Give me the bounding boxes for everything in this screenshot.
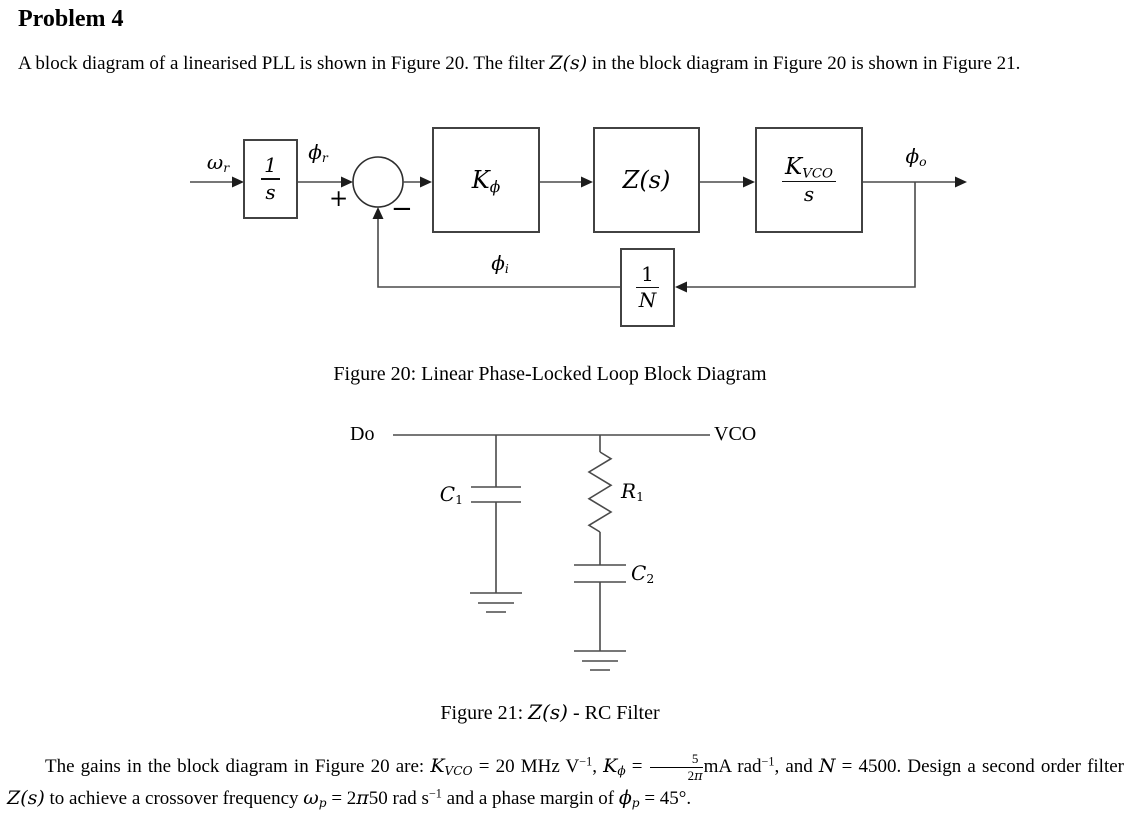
figure21-caption-text2: - RC Filter <box>567 702 660 724</box>
den-digit: 2 <box>687 768 695 784</box>
omega-p-subscript: p <box>318 796 327 811</box>
loop-filter-symbol: Z(s) <box>622 166 671 194</box>
summing-arrowhead-icon <box>372 207 384 219</box>
phi-symbol: ϕ <box>905 144 920 168</box>
minus-sign: − <box>391 194 413 224</box>
capacitor-symbol: C <box>631 561 647 585</box>
pi-symbol: π <box>694 769 703 785</box>
exponent: −1 <box>428 786 442 801</box>
gains-text-7: = 4500. Design a second order filter <box>835 756 1125 777</box>
capacitor-subscript: 1 <box>455 492 463 508</box>
output-arrowhead-icon <box>955 176 967 188</box>
exponent: −1 <box>761 754 775 769</box>
phase-ref-label: ϕr <box>299 140 337 166</box>
divider-numerator: 1 <box>641 261 654 286</box>
fraction-denominator: 2π <box>650 769 703 783</box>
phase-detector-block: Kϕ <box>432 127 540 233</box>
intro-text-2: in the block diagram in Figure 20 is sho… <box>587 53 1021 74</box>
phi-subscript: i <box>504 261 509 277</box>
feedback-phase-label: ϕi <box>482 251 518 277</box>
omega-subscript: r <box>223 160 230 176</box>
figure21-caption: Figure 21: Z(s) - RC Filter <box>0 700 1100 725</box>
c1-label: C1 <box>425 482 463 508</box>
phi-p-subscript: p <box>631 796 640 811</box>
input-signal-label: ωr <box>196 150 240 176</box>
phi-symbol: ϕ <box>308 140 322 164</box>
kvco-symbol: K <box>430 755 445 777</box>
gains-text-1: The gains in the block diagram in Figure… <box>45 756 431 777</box>
output-phase-label: ϕo <box>894 144 938 170</box>
figure20-caption: Figure 20: Linear Phase-Locked Loop Bloc… <box>333 363 767 385</box>
pi-symbol: π <box>356 787 369 810</box>
vco-arrowhead-icon <box>743 176 755 188</box>
phi-symbol: ϕ <box>491 251 505 275</box>
phase-detector-symbol: K <box>471 166 490 194</box>
divider-arrowhead-icon <box>675 281 687 293</box>
gains-paragraph: The gains in the block diagram in Figure… <box>7 751 1124 814</box>
capacitor-subscript: 2 <box>646 571 655 587</box>
c2-label: C2 <box>631 561 655 587</box>
vco-gain-subscript: VCO <box>802 165 833 181</box>
divider-denominator: N <box>638 288 657 313</box>
gains-text-2: = 20 MHz V <box>472 756 580 777</box>
zs-symbol: Z(s) <box>7 787 45 810</box>
vco-gain-symbol: K <box>785 153 803 180</box>
gains-text-8: to achieve a crossover frequency <box>44 788 304 810</box>
phase-detector-subscript: ϕ <box>489 177 501 196</box>
fraction-bar <box>649 766 703 768</box>
loop-filter-block: Z(s) <box>593 127 700 233</box>
phi-subscript: o <box>919 154 927 170</box>
phi-p-symbol: ϕ <box>618 787 632 810</box>
resistor-subscript: 1 <box>636 489 644 505</box>
gains-text-5: mA rad <box>703 756 762 777</box>
vco-denominator: s <box>803 182 815 207</box>
exponent: −1 <box>579 754 593 769</box>
figure21-caption-math: Z(s) <box>528 700 568 724</box>
plus-sign: + <box>329 186 349 212</box>
omega-p-symbol: ω <box>303 787 319 810</box>
error-arrowhead-icon <box>420 176 432 188</box>
intro-zs-math: Z(s) <box>549 52 588 74</box>
n-symbol: N <box>818 755 836 777</box>
gains-text-3: , <box>592 756 604 777</box>
capacitor-symbol: C <box>439 482 456 506</box>
kphi-symbol: K <box>603 755 618 777</box>
intro-paragraph: A block diagram of a linearised PLL is s… <box>18 48 1122 79</box>
gains-text-11: = 45°. <box>639 788 692 810</box>
integrator-denominator: s <box>265 179 276 204</box>
fraction-bar <box>635 286 660 289</box>
resistor-symbol-label: R <box>621 479 637 503</box>
gains-text-9a: = 2 <box>326 788 357 810</box>
fraction-bar <box>261 178 280 180</box>
kvco-subscript: VCO <box>444 764 473 779</box>
intro-text-1: A block diagram of a linearised PLL is s… <box>18 53 550 74</box>
omega-symbol: ω <box>206 150 224 174</box>
integrator-numerator: 1 <box>264 153 277 178</box>
gains-text-10: and a phase margin of <box>441 788 619 810</box>
gains-text-4: = <box>625 756 649 777</box>
do-node-label: Do <box>350 423 375 445</box>
problem-title: Problem 4 <box>18 6 124 32</box>
figure21-caption-text1: Figure 21: <box>440 702 529 724</box>
fraction-bar <box>782 180 836 183</box>
r1-label: R1 <box>621 479 644 505</box>
gains-text-9b: 50 rad s <box>368 788 429 810</box>
vco-node-label: VCO <box>714 423 757 445</box>
phi-subscript: r <box>321 150 328 166</box>
kphi-subscript: ϕ <box>617 764 626 779</box>
vco-numerator: KVCO <box>782 153 836 181</box>
filter-arrowhead-icon <box>581 176 593 188</box>
resistor-symbol <box>587 451 613 533</box>
fraction-numerator: 5 <box>691 751 699 767</box>
gains-text-6: , and <box>774 756 819 777</box>
